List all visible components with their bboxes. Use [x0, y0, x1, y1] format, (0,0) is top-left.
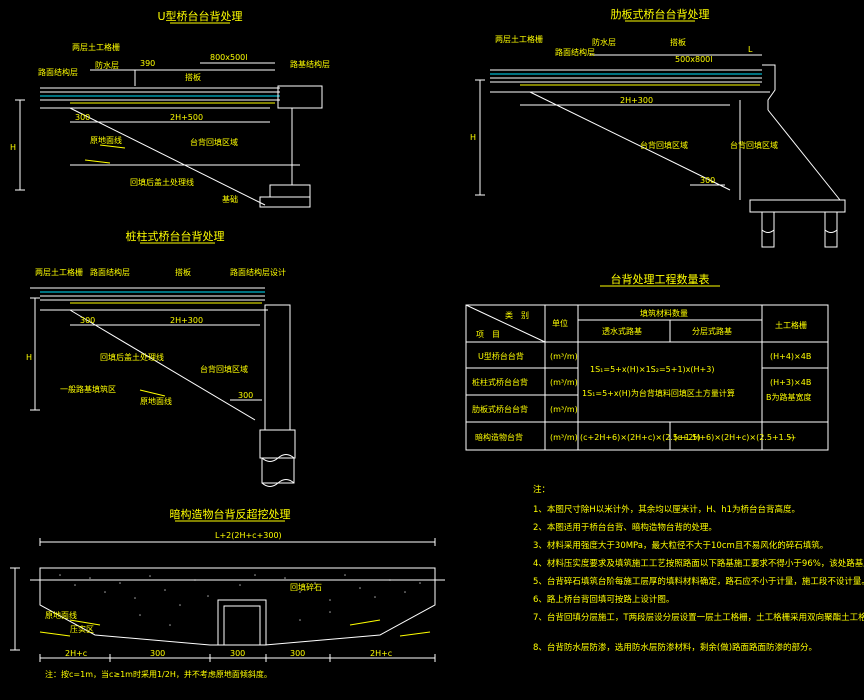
rib-label-slab: 搭板 — [670, 37, 686, 47]
culvert-label-compact: 压实区 — [70, 624, 94, 634]
u-dim-h: H — [10, 143, 16, 152]
note-5: 5、台背碎石填筑台阶每施工层厚的填料材料确定，路石应不小于计量，施工段不设计量。 — [533, 576, 864, 587]
pile-label-2h300: 2H+300 — [170, 316, 203, 325]
culvert-title: 暗构造物台背反超挖处理 — [170, 507, 291, 521]
table-row-3-unit: (m³/m) — [550, 433, 578, 442]
table-title: 台背处理工程数量表 — [611, 272, 710, 286]
u-label-foundation: 基础 — [222, 194, 238, 204]
note-6: 6、路上桥台背回填可按路上设计图。 — [533, 594, 674, 605]
note-4: 4、材料压实度要求及填筑施工工艺按照路面以下路基施工要求不得小于96%，该处路基… — [533, 558, 864, 569]
table-header-geogrid: 土工格栅 — [775, 320, 807, 330]
table-row-3-geogrid: — — [788, 433, 796, 442]
pile-dim-300a: 300 — [80, 316, 95, 325]
table-row-0-name: U型桥台台背 — [478, 351, 524, 361]
pile-label-pavement-design: 路面结构层设计 — [230, 267, 286, 277]
u-label-geogrid: 两层土工格栅 — [72, 42, 120, 52]
table-formula-1: 1S₁=5+x(H)×1S₂=5+1)x(H+3) — [590, 365, 714, 374]
u-label-ground: 原地面线 — [90, 135, 122, 145]
pile-label-fill-zone: 台背回填区域 — [200, 364, 248, 374]
culvert-note: 注：按c=1m，当c≥1m时采用1/2H，并不考虑原地面倾斜度。 — [45, 669, 272, 679]
pile-label-treatment-line: 回填后盖土处理线 — [100, 352, 164, 362]
table-formula-culvert-2: (c+2H+6)×(2H+c)×(2.5+1.5) — [674, 433, 795, 442]
pile-abutment-title: 桩柱式桥台台背处理 — [126, 229, 225, 243]
pile-label-general-fill: 一般路基填筑区 — [60, 384, 116, 394]
pile-dim-300b: 300 — [238, 391, 253, 400]
table-header-category: 类 别 — [505, 310, 529, 320]
u-label-waterproof: 防水层 — [95, 60, 119, 70]
notes-heading: 注： — [533, 484, 550, 495]
u-abutment-view: U型桥台台背处理 两层土工格栅 防水层 路面结构层 搭板 800x500l 路基… — [10, 9, 330, 208]
u-label-2h500: 2H+500 — [170, 113, 203, 122]
pile-abutment-view: 桩柱式桥台台背处理 两层土工格栅 路面结构层 搭板 路面结构层设计 2H+300… — [26, 229, 296, 487]
rib-label-2h300: 2H+300 — [620, 96, 653, 105]
pile-label-geogrid: 两层土工格栅 — [35, 267, 83, 277]
rib-dim-h: H — [470, 133, 476, 142]
rib-dim-300: 300 — [700, 176, 715, 185]
u-abutment-title: U型桥台台背处理 — [157, 9, 242, 23]
table-row-2-name: 肋板式桥台台背 — [472, 404, 528, 414]
table-header-unit: 单位 — [552, 318, 568, 328]
u-dim-390: 390 — [140, 59, 155, 68]
culvert-label-ground: 原地面线 — [45, 610, 77, 620]
note-8: 8、台背防水层防渗，选用防水层防渗材料，剩余(做)路面路面防渗的部分。 — [533, 642, 817, 653]
table-header-sub1: 透水式路基 — [602, 326, 642, 336]
table-header-fill: 填筑材料数量 — [640, 308, 688, 318]
note-7: 7、台背回填分层施工，T两段层设分层设置一层土工格栅，土工格栅采用双向聚酯土工格… — [533, 612, 864, 623]
rib-label-pavement: 路面结构层 — [555, 47, 595, 57]
table-row-1-geogrid: (H+3)×4B — [770, 378, 811, 387]
table-row-1-unit: (m³/m) — [550, 378, 578, 387]
table-row-2-unit: (m³/m) — [550, 405, 578, 414]
rib-abutment-view: 肋板式桥台台背处理 两层土工格栅 路面结构层 防水层 搭板 500x800l 2… — [470, 7, 846, 248]
rib-label-slab-size: 500x800l — [675, 55, 713, 64]
pile-label-slab: 搭板 — [175, 267, 191, 277]
culvert-label-gravel: 回填碎石 — [290, 582, 322, 592]
notes-block: 注： 1、本图尺寸除H以米计外，其余均以厘米计，H、h1为桥台台背高度。 2、本… — [533, 484, 864, 653]
rib-abutment-title: 肋板式桥台台背处理 — [611, 7, 710, 21]
pile-dim-h: H — [26, 353, 32, 362]
table-row-3-name: 暗构造物台背 — [475, 432, 523, 442]
culvert-view: 暗构造物台背反超挖处理 — [10, 507, 445, 679]
culvert-dim-3: 300 — [290, 649, 305, 658]
culvert-label-length: L+2(2H+c+300) — [215, 531, 282, 540]
culvert-dim-1: 300 — [150, 649, 165, 658]
quantity-table: 台背处理工程数量表 类 别 项 目 单位 填筑材料数量 透水式路基 分层式路基 … — [465, 272, 829, 451]
culvert-dim-2: 300 — [230, 649, 245, 658]
rib-label-waterproof: 防水层 — [592, 37, 616, 47]
table-row-0-geogrid: (H+4)×4B — [770, 352, 811, 361]
pile-label-pavement: 路面结构层 — [90, 267, 130, 277]
table-row-2-geogrid: B为路基宽度 — [766, 392, 812, 402]
u-label-slab-size: 800x500l — [210, 53, 248, 62]
table-formula-culvert-1: (c+2H+6)×(2H+c)×(2.5+1.5) — [580, 433, 701, 442]
u-label-subgrade: 路基结构层 — [290, 59, 330, 69]
table-row-1-name: 桩柱式桥台台背 — [472, 377, 528, 387]
u-label-pavement: 路面结构层 — [38, 67, 78, 77]
note-2: 2、本图适用于桥台台背、暗构造物台背的处理。 — [533, 522, 717, 533]
u-label-fill-zone: 台背回填区域 — [190, 137, 238, 147]
u-label-slab: 搭板 — [185, 72, 201, 82]
table-header-item: 项 目 — [476, 330, 500, 339]
pile-label-ground: 原地面线 — [140, 396, 172, 406]
table-header-sub2: 分层式路基 — [692, 326, 732, 336]
table-row-0-unit: (m³/m) — [550, 352, 578, 361]
rib-label-fill-zone: 台背回填区域 — [640, 140, 688, 150]
u-label-treatment-line: 回填后盖土处理线 — [130, 177, 194, 187]
culvert-label-left: 2H+c — [65, 649, 87, 658]
rib-dim-l: L — [748, 45, 753, 54]
rib-label-geogrid: 两层土工格栅 — [495, 34, 543, 44]
u-dim-300: 300 — [75, 113, 90, 122]
note-1: 1、本图尺寸除H以米计外，其余均以厘米计，H、h1为桥台台背高度。 — [533, 504, 800, 515]
note-3: 3、材料采用强度大于30MPa，最大粒径不大于10cm且不易风化的碎石填筑。 — [533, 540, 828, 551]
culvert-label-right: 2H+c — [370, 649, 392, 658]
rib-label-fill-zone-2: 台背回填区域 — [730, 140, 778, 150]
table-formula-2: 1S₁=5+x(H)为台背填料回填区土方量计算 — [582, 388, 735, 398]
